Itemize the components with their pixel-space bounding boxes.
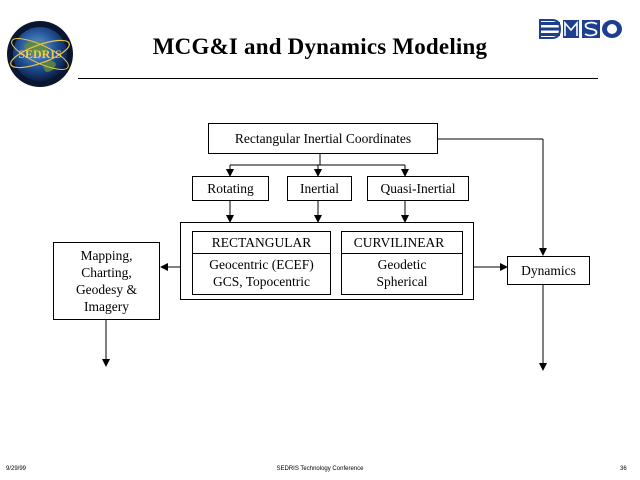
footer-date: 9/29/99 xyxy=(6,466,27,472)
rotating-label: Rotating xyxy=(207,181,254,196)
page-title: MCG&I and Dynamics Modeling xyxy=(152,34,488,59)
rectangular-inertial-coordinates-label: Rectangular Inertial Coordinates xyxy=(234,131,412,146)
dynamics-box: Dynamics xyxy=(507,256,590,285)
rotating-box: Rotating xyxy=(192,176,269,201)
curvilinear-line-1: Geodetic xyxy=(377,257,427,272)
mapping-line-1: Mapping, xyxy=(80,248,133,263)
curvilinear-divider xyxy=(341,253,463,254)
svg-text:SEDRIS: SEDRIS xyxy=(18,47,62,61)
inertial-box: Inertial xyxy=(287,176,352,201)
sedris-logo: SEDRIS xyxy=(7,21,73,87)
quasi-inertial-box: Quasi-Inertial xyxy=(367,176,469,201)
rectangular-divider xyxy=(192,253,331,254)
mapping-line-3: Geodesy & xyxy=(75,282,138,297)
curvilinear-header: CURVILINEAR xyxy=(353,235,445,250)
mapping-charting-box: Mapping, Charting, Geodesy & Imagery xyxy=(53,242,160,320)
rectangular-header: RECTANGULAR xyxy=(211,235,312,250)
rectangular-line-1: Geocentric (ECEF) xyxy=(209,257,314,272)
dynamics-label: Dynamics xyxy=(521,263,576,278)
footer-page-number: 36 xyxy=(620,466,627,472)
dmso-logo xyxy=(538,18,624,40)
mapping-line-2: Charting, xyxy=(81,265,132,280)
coordinate-systems-frame xyxy=(180,222,474,300)
rectangular-box xyxy=(192,231,331,295)
footer-conference: SEDRIS Technology Conference xyxy=(276,466,364,472)
title-divider xyxy=(78,78,598,79)
rectangular-inertial-coordinates-box: Rectangular Inertial Coordinates xyxy=(208,123,438,154)
curvilinear-line-2: Spherical xyxy=(376,274,428,289)
curvilinear-box xyxy=(341,231,463,295)
quasi-inertial-label: Quasi-Inertial xyxy=(380,181,456,196)
inertial-label: Inertial xyxy=(300,181,339,196)
rectangular-line-2: GCS, Topocentric xyxy=(212,274,311,289)
mapping-line-4: Imagery xyxy=(84,299,129,314)
